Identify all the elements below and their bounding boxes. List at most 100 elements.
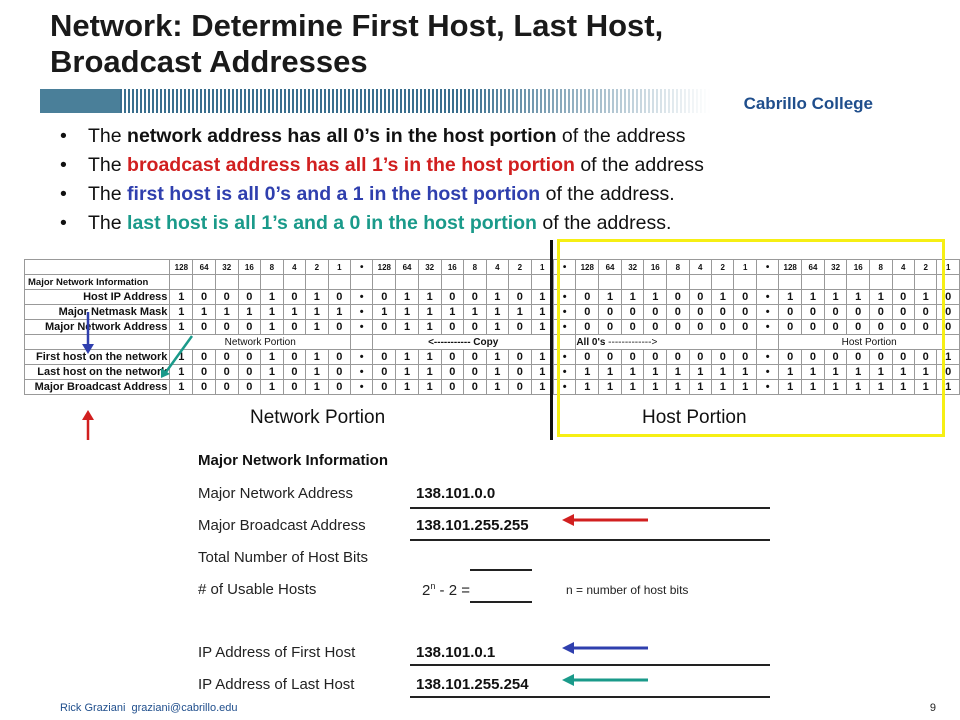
form-label-usable-hosts: # of Usable Hosts bbox=[198, 581, 317, 598]
table-cell: 1 bbox=[260, 379, 284, 395]
table-cell: 0 bbox=[688, 289, 713, 305]
table-cell: 1 bbox=[237, 304, 262, 320]
table-cell: 1 bbox=[417, 304, 442, 320]
table-cell: 1 bbox=[260, 289, 284, 305]
table-cell: • bbox=[350, 319, 374, 335]
bullet-text: The bbox=[88, 212, 128, 234]
table-cell: 0 bbox=[237, 349, 262, 365]
table-cell: 1 bbox=[417, 349, 442, 365]
table-cell: 64 bbox=[395, 259, 419, 275]
table-cell: 0 bbox=[508, 289, 532, 305]
table-cell: 1 bbox=[169, 304, 194, 320]
table-cell: 1 bbox=[305, 304, 329, 320]
form-value-last-host: 138.101.255.254 bbox=[416, 676, 529, 693]
table-cell: • bbox=[350, 379, 374, 395]
table-cell: 16 bbox=[440, 259, 465, 275]
form-label-broadcast-address: Major Broadcast Address bbox=[198, 517, 366, 534]
table-cell bbox=[282, 274, 307, 290]
table-cell: 1 bbox=[711, 379, 735, 395]
table-cell: 0 bbox=[869, 349, 893, 365]
table-cell: Major Broadcast Address bbox=[23, 379, 171, 395]
form-value-broadcast-address: 138.101.255.255 bbox=[416, 517, 529, 534]
span-arrow-text: -------------> bbox=[605, 336, 658, 348]
table-cell: Host IP Address bbox=[23, 289, 171, 305]
table-cell: 1 bbox=[169, 364, 194, 380]
table-cell bbox=[192, 274, 216, 290]
table-cell: 1 bbox=[666, 379, 690, 395]
green-diagonal-arrow-icon bbox=[161, 335, 194, 378]
table-cell: 0 bbox=[440, 289, 465, 305]
table-cell: 0 bbox=[440, 364, 465, 380]
table-cell: 1 bbox=[463, 304, 487, 320]
table-cell: 1 bbox=[169, 289, 194, 305]
table-cell: 1 bbox=[485, 379, 510, 395]
table-cell: 8 bbox=[463, 259, 487, 275]
host-portion-label: Host Portion bbox=[642, 407, 747, 428]
table-cell: 0 bbox=[463, 349, 487, 365]
bullet-text: The bbox=[88, 183, 128, 205]
table-cell: 1 bbox=[169, 379, 194, 395]
table-cell: 0 bbox=[869, 304, 893, 320]
bullet-text: The bbox=[88, 154, 128, 176]
table-cell bbox=[169, 274, 194, 290]
table-cell: 1 bbox=[395, 304, 419, 320]
table-cell bbox=[214, 274, 239, 290]
table-cell: 0 bbox=[508, 319, 532, 335]
title-line-1: Network: Determine First Host, Last Host… bbox=[50, 8, 664, 43]
table-cell: 1 bbox=[305, 349, 329, 365]
table-cell: 0 bbox=[214, 349, 239, 365]
bullet-dot: • bbox=[60, 212, 67, 234]
table-cell bbox=[350, 334, 374, 350]
table-cell: 0 bbox=[282, 364, 307, 380]
form-label-host-bits: Total Number of Host Bits bbox=[198, 549, 369, 566]
bullet-dot: • bbox=[60, 125, 67, 147]
table-cell: 0 bbox=[463, 379, 487, 395]
table-cell: 1 bbox=[485, 289, 510, 305]
table-cell: 0 bbox=[372, 349, 397, 365]
bullet-item: •The last host is all 1’s and a 0 in the… bbox=[60, 209, 704, 238]
form-label-network-address: Major Network Address bbox=[198, 485, 354, 502]
table-cell: 0 bbox=[214, 379, 239, 395]
table-cell: 1 bbox=[395, 379, 419, 395]
table-cell: 1 bbox=[395, 319, 419, 335]
table-cell bbox=[395, 274, 419, 290]
table-cell bbox=[508, 274, 532, 290]
table-cell: 0 bbox=[666, 304, 690, 320]
table-cell: 1 bbox=[801, 379, 825, 395]
table-cell: 1 bbox=[869, 379, 893, 395]
table-cell: 1 bbox=[508, 304, 532, 320]
bullet-item: • The broadcast address has all 1’s in th… bbox=[60, 151, 704, 180]
table-cell: • bbox=[350, 349, 374, 365]
bullet-dot: • bbox=[60, 154, 67, 176]
form-value-network-address: 138.101.0.0 bbox=[416, 485, 496, 502]
table-cell: 32 bbox=[417, 259, 442, 275]
bullet-text: of the address bbox=[556, 125, 686, 147]
table-cell bbox=[463, 274, 487, 290]
table-cell: 1 bbox=[327, 304, 352, 320]
table-cell: 1 bbox=[733, 259, 757, 275]
bullet-text: The bbox=[88, 125, 128, 147]
table-cell: 1 bbox=[440, 304, 465, 320]
table-cell: 0 bbox=[214, 364, 239, 380]
table-cell: 0 bbox=[372, 379, 397, 395]
table-cell: 1 bbox=[575, 379, 600, 395]
table-cell: 0 bbox=[192, 289, 216, 305]
table-cell: 32 bbox=[214, 259, 239, 275]
table-cell: 128 bbox=[169, 259, 194, 275]
table-cell: 0 bbox=[327, 364, 352, 380]
bullet-text: of the address bbox=[574, 154, 704, 176]
table-cell bbox=[417, 274, 442, 290]
slide-title: Network: Determine First Host, Last Host… bbox=[50, 8, 663, 80]
table-cell: 1 bbox=[282, 304, 307, 320]
table-cell: 1 bbox=[214, 304, 239, 320]
footer-author: Rick Graziani graziani@cabrillo.edu bbox=[60, 702, 238, 714]
table-cell: 1 bbox=[485, 364, 510, 380]
table-cell: 0 bbox=[463, 289, 487, 305]
bullet-highlight: broadcast address has all 1’s in the hos… bbox=[127, 154, 575, 176]
college-logo-text: Cabrillo College bbox=[743, 94, 873, 113]
bullet-item: •The first host is all 0’s and a 1 in th… bbox=[60, 180, 704, 209]
table-cell: 0 bbox=[440, 319, 465, 335]
